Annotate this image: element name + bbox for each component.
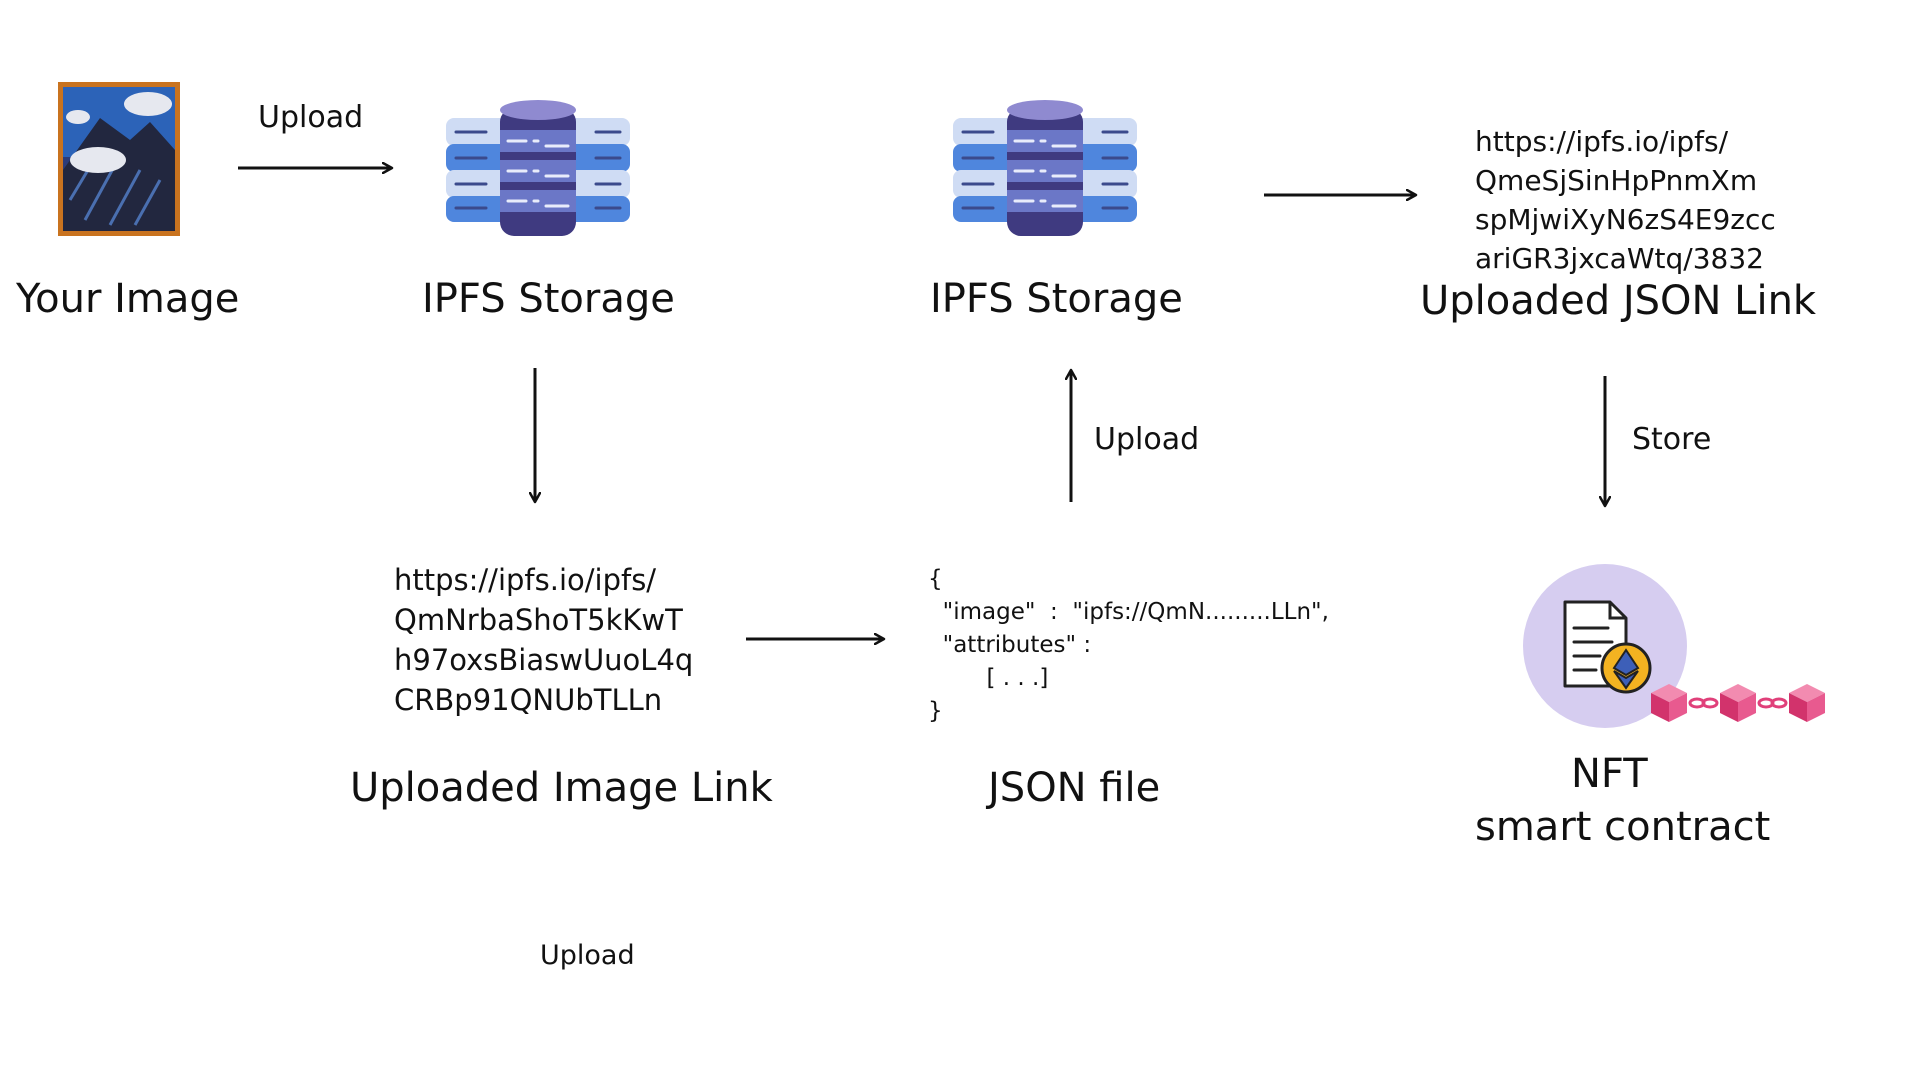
your-image-label: Your Image [16,276,240,322]
uploaded-image-url: https://ipfs.io/ipfs/ QmNrbaShoT5kKwT h9… [394,563,694,717]
uploaded-json-link-label: Uploaded JSON Link [1420,278,1817,324]
edge-label-store: Store [1632,422,1712,457]
uploaded-image-link-label: Uploaded Image Link [350,765,773,811]
json-file-content: { "image" : "ipfs://QmN.........LLn", "a… [928,566,1329,724]
edge-label-upload: Upload [258,100,364,135]
uploaded-json-url: https://ipfs.io/ipfs/ QmeSjSinHpPnmXm sp… [1475,125,1776,275]
database-server-icon [951,98,1139,238]
edge-label-upload: Upload [1094,422,1200,457]
smart-contract-label: smart contract [1475,804,1771,850]
nft-label: NFT [1571,751,1648,797]
json-file-label: JSON file [988,765,1161,811]
ethereum-document-icon [1523,564,1687,728]
ipfs-storage-label: IPFS Storage [930,276,1183,322]
blockchain-cubes-icon [1651,684,1825,722]
database-server-icon [444,98,632,238]
framed-painting-icon [58,82,180,236]
ipfs-storage-label: IPFS Storage [422,276,675,322]
footer-upload-label: Upload [540,940,635,971]
